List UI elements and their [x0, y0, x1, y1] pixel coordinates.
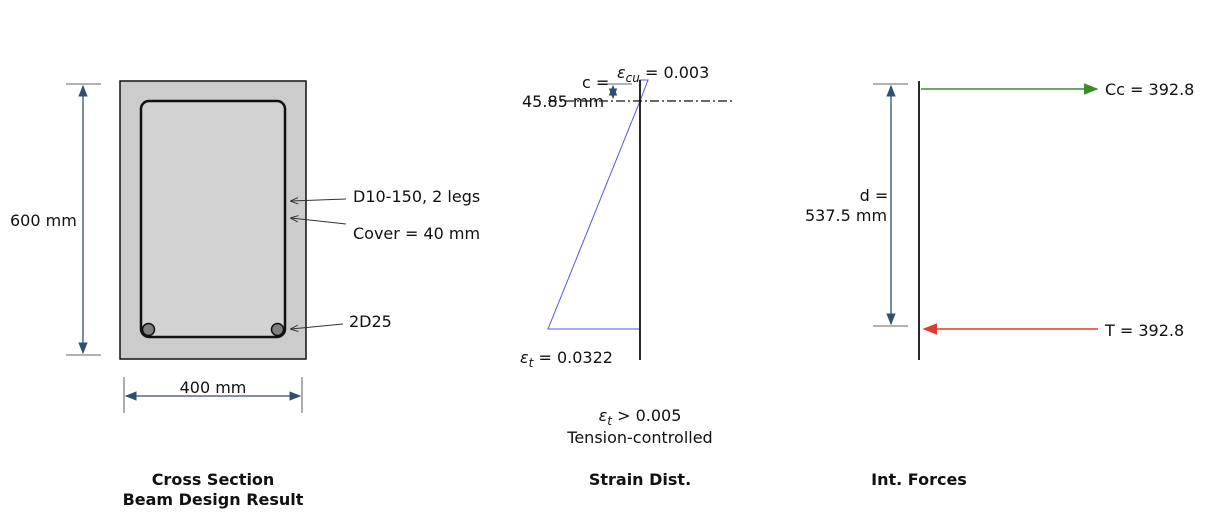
bars-leader: [291, 323, 344, 329]
strain-panel: c = 45.85 mm εcu = 0.003 εt = 0.0322 εt …: [520, 63, 734, 489]
c-label: c =: [582, 73, 609, 92]
d-label: d =: [860, 186, 889, 205]
bars-label: 2D25: [349, 312, 392, 331]
stirrup-label: D10-150, 2 legs: [353, 187, 480, 206]
forces-panel: d = 537.5 mm Cc = 392.8 T = 392.8 Int. F…: [805, 80, 1194, 489]
forces-title: Int. Forces: [871, 470, 967, 489]
cross-section-subtitle: Beam Design Result: [123, 490, 304, 509]
stirrup: [139, 99, 287, 339]
rebar-right: [270, 322, 285, 337]
compression-label: Cc = 392.8: [1105, 80, 1194, 99]
tension-controlled-label: Tension-controlled: [566, 428, 712, 447]
height-label: 600 mm: [10, 211, 77, 230]
rebar-left: [141, 322, 156, 337]
tension-check-label: εt > 0.005: [599, 406, 682, 428]
cross-section-panel: 600 mm 400 mm D10-150, 2 legs Cover = 40…: [10, 80, 480, 509]
ecu-label: εcu = 0.003: [617, 63, 709, 85]
width-label: 400 mm: [180, 378, 247, 397]
strain-profile: [547, 79, 649, 330]
stirrup-leader: [291, 199, 347, 201]
d-value: 537.5 mm: [805, 206, 887, 225]
et-label: εt = 0.0322: [520, 348, 613, 370]
strain-title: Strain Dist.: [589, 470, 691, 489]
cover-leader: [291, 218, 347, 225]
cross-section-title: Cross Section: [152, 470, 275, 489]
tension-label: T = 392.8: [1104, 321, 1184, 340]
c-value: 45.85 mm: [522, 92, 604, 111]
cover-label: Cover = 40 mm: [353, 224, 480, 243]
